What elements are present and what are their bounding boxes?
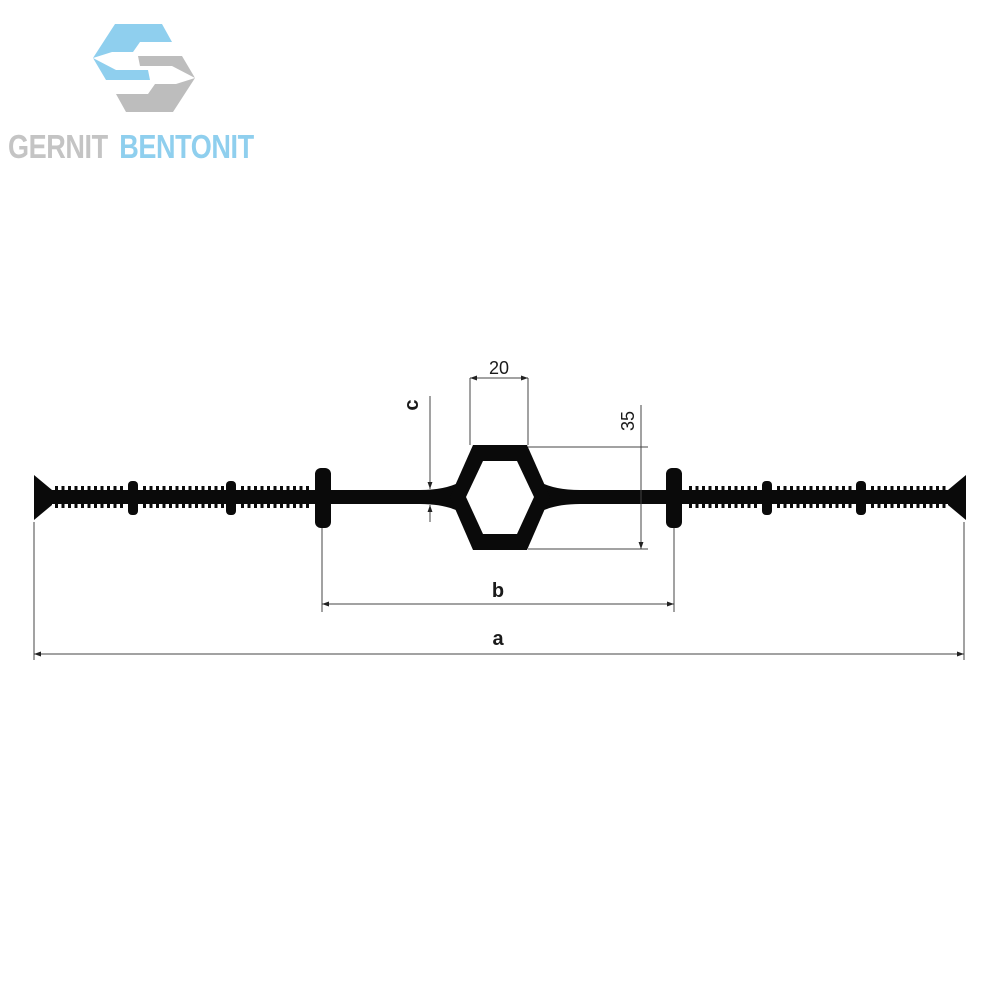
profile-rib bbox=[241, 486, 244, 508]
profile-rib bbox=[120, 486, 123, 508]
profile-rib bbox=[848, 486, 852, 508]
dimension-lines bbox=[33, 375, 965, 660]
profile-rib bbox=[695, 486, 699, 508]
profile-rib bbox=[734, 486, 738, 508]
profile-rib bbox=[182, 486, 185, 508]
profile-rib bbox=[822, 486, 826, 508]
profile-ribs bbox=[55, 486, 946, 508]
profile-rib bbox=[747, 486, 751, 508]
profile-rib bbox=[916, 486, 920, 508]
profile-rib bbox=[247, 486, 251, 508]
dim-label-bulb-width: 20 bbox=[489, 358, 509, 378]
dim-label-web-thickness: c bbox=[401, 399, 423, 410]
dim-label-inner-width: b bbox=[492, 580, 504, 602]
profile-rib bbox=[754, 486, 757, 508]
profile-rib bbox=[816, 486, 819, 508]
profile-rib bbox=[842, 486, 845, 508]
profile-rib bbox=[835, 486, 839, 508]
profile-rib bbox=[286, 486, 290, 508]
profile-rib bbox=[702, 486, 705, 508]
profile-rib bbox=[741, 486, 744, 508]
profile-rib bbox=[267, 486, 270, 508]
profile-rib bbox=[790, 486, 793, 508]
profile-rib bbox=[113, 486, 117, 508]
profile-rib bbox=[884, 486, 887, 508]
profile-rib bbox=[61, 486, 65, 508]
profile-rib bbox=[783, 486, 787, 508]
profile-rib bbox=[188, 486, 192, 508]
brand-name: GERNIT BENTONIT bbox=[8, 128, 254, 166]
profile-rib bbox=[55, 486, 58, 508]
profile-rib bbox=[74, 486, 78, 508]
profile-rib bbox=[221, 486, 224, 508]
bulb-hollow bbox=[466, 461, 534, 534]
profile-rib bbox=[721, 486, 725, 508]
profile-rib bbox=[942, 486, 946, 508]
profile-rib bbox=[195, 486, 198, 508]
profile-rib bbox=[201, 486, 205, 508]
profile-rib bbox=[715, 486, 718, 508]
brand-word-bentonit: BENTONIT bbox=[119, 128, 254, 165]
brand-logo: GERNIT BENTONIT bbox=[0, 0, 300, 180]
profile-rib bbox=[890, 486, 894, 508]
profile-rib bbox=[107, 486, 110, 508]
profile-rib bbox=[156, 486, 159, 508]
profile-rib bbox=[293, 486, 296, 508]
profile-rib bbox=[299, 486, 303, 508]
profile-rib bbox=[877, 486, 881, 508]
profile-rib bbox=[306, 486, 309, 508]
profile-rib bbox=[777, 486, 780, 508]
profile-rib bbox=[903, 486, 907, 508]
brand-word-gernit: GERNIT bbox=[8, 128, 108, 165]
profile-rib bbox=[175, 486, 179, 508]
profile-rib bbox=[929, 486, 933, 508]
profile-rib bbox=[260, 486, 264, 508]
profile-rib bbox=[68, 486, 71, 508]
profile-rib bbox=[100, 486, 104, 508]
profile-rib bbox=[871, 486, 874, 508]
profile-rib bbox=[81, 486, 84, 508]
profile-rib bbox=[162, 486, 166, 508]
profile-rib bbox=[273, 486, 277, 508]
profile-bulbs bbox=[128, 468, 866, 528]
profile-rib bbox=[87, 486, 91, 508]
profile-rib bbox=[214, 486, 218, 508]
dim-label-total-width: a bbox=[492, 628, 504, 650]
profile-rib bbox=[897, 486, 900, 508]
profile-rib bbox=[143, 486, 146, 508]
profile-rib bbox=[803, 486, 806, 508]
profile-rib bbox=[208, 486, 211, 508]
profile-rib bbox=[149, 486, 153, 508]
profile-rib bbox=[280, 486, 283, 508]
profile-rib bbox=[936, 486, 939, 508]
dim-label-bulb-height: 35 bbox=[618, 411, 638, 431]
profile-rib bbox=[809, 486, 813, 508]
profile-rib bbox=[94, 486, 97, 508]
profile-rib bbox=[169, 486, 172, 508]
profile-rib bbox=[910, 486, 913, 508]
profile-rib bbox=[923, 486, 926, 508]
profile-rib bbox=[254, 486, 257, 508]
hexagon-s-logo-icon bbox=[93, 24, 195, 112]
profile-rib bbox=[689, 486, 692, 508]
profile-rib bbox=[796, 486, 800, 508]
profile-rib bbox=[829, 486, 832, 508]
profile-rib bbox=[708, 486, 712, 508]
profile-rib bbox=[728, 486, 731, 508]
